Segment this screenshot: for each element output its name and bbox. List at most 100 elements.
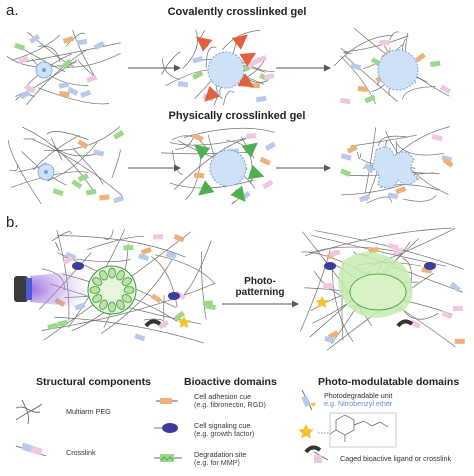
adhesion-cue-label: Cell adhesion cue (e.g. fibronectin, RGD… — [194, 392, 266, 410]
structural-components-heading: Structural components — [36, 376, 151, 388]
polymer-strand — [9, 164, 18, 172]
polymer-strand — [151, 256, 178, 308]
polymer-strand — [331, 262, 354, 342]
relaxation-arrow — [230, 185, 246, 202]
cell-nucleus-2 — [44, 170, 48, 174]
cell-growing — [207, 51, 245, 89]
crosslink-segment — [454, 338, 465, 344]
covalent-gel-title: Covalently crosslinked gel — [167, 6, 307, 18]
crosslink-segment — [93, 41, 105, 51]
polymer-strand — [26, 49, 87, 106]
cell-grown — [377, 49, 419, 91]
polymer-strand — [185, 157, 202, 200]
panel-a-label: a. — [6, 2, 19, 19]
crosslink-segment — [59, 90, 70, 98]
relaxation-arrow — [241, 142, 258, 158]
degradation-site-label: Degradation site (e.g. for MMP) — [194, 450, 247, 468]
relaxation-arrow — [194, 144, 211, 160]
crosslink-segment — [123, 245, 134, 251]
polymer-strand — [11, 34, 61, 61]
star-molecule — [315, 296, 329, 308]
polymer-strand — [51, 231, 72, 242]
compression-arrow — [231, 34, 248, 50]
crosslink-segment — [138, 253, 150, 262]
polymer-strand — [33, 139, 123, 196]
photodegradable-text: Photodegradable unit — [324, 391, 393, 400]
crosslink-segment — [392, 247, 404, 255]
polymer-strand — [181, 29, 198, 70]
polymer-strand — [54, 316, 204, 344]
polymer-strand — [46, 131, 89, 141]
crosslink-segment — [395, 186, 407, 195]
crosslink-segment — [173, 234, 185, 243]
crosslink-segment — [93, 149, 105, 157]
polymer-strand — [86, 235, 144, 250]
crosslink-segment — [134, 333, 146, 342]
crosslink-segment — [177, 81, 189, 88]
polymer-strand — [32, 134, 80, 171]
polymer-strand — [402, 86, 436, 100]
polymer-strand — [378, 135, 409, 147]
network-phys-0 — [7, 125, 125, 205]
crosslink-segment — [350, 62, 362, 71]
crosslink-segment — [364, 95, 376, 104]
light-source-icon — [14, 270, 88, 308]
crosslink-segment — [67, 86, 79, 96]
multiarm-peg-icon — [15, 399, 43, 425]
crosslink-segment — [255, 55, 267, 64]
signaling-cue — [168, 292, 180, 300]
compression-arrow — [239, 52, 257, 67]
crosslink-segment — [113, 195, 125, 204]
force-arrows — [194, 34, 265, 202]
crosslink-segment — [71, 179, 83, 189]
crosslink-segment — [61, 58, 73, 69]
crosslink-segment — [340, 153, 352, 161]
organoid-cell — [89, 286, 101, 294]
crosslink-segment — [193, 172, 205, 179]
adhesion-cue-example: (e.g. fibronectin, RGD) — [194, 400, 266, 410]
caged-ligand-label: Caged bioactive ligand or crosslink — [340, 454, 452, 463]
organoid-cell — [116, 299, 125, 310]
crosslink-segment — [14, 42, 26, 51]
polymer-strand — [344, 55, 398, 102]
degradation-site-icon — [154, 454, 182, 462]
polymer-strand — [38, 87, 110, 105]
compression-arrow — [196, 36, 213, 52]
compression-arrow — [237, 73, 255, 88]
crosslink-segment — [77, 139, 89, 149]
polymer-strand — [163, 295, 165, 320]
crosslink-segment — [192, 56, 204, 64]
crosslink-segment — [449, 281, 461, 292]
polymer-strand — [240, 136, 253, 184]
polymer-strand — [333, 34, 393, 67]
photo-modulatable-heading: Photo-modulatable domains — [318, 376, 460, 388]
signaling-cue-icon — [154, 423, 178, 433]
crosslink-segment — [192, 133, 204, 142]
signaling-cue-example: (e.g. growth factor) — [194, 429, 255, 439]
relaxation-arrow — [198, 180, 215, 196]
degradation-site-example: (e.g. for MMP) — [194, 458, 240, 468]
polymer-strand — [65, 32, 86, 47]
crosslink-segment — [157, 319, 170, 330]
crosslink-segment — [174, 310, 186, 321]
crosslink-segment — [324, 335, 336, 344]
polymer-strand — [111, 149, 121, 179]
crosslink-segment — [62, 255, 74, 265]
polymer-strand — [161, 58, 181, 80]
polymer-strand — [396, 143, 444, 156]
crosslink-segment — [429, 60, 441, 68]
crosslink-segment — [387, 243, 399, 250]
crosslink-segment — [357, 86, 368, 93]
polymer-strand — [344, 35, 409, 53]
polymer-strand — [339, 55, 376, 105]
organoid-cell — [121, 294, 132, 303]
degradation-site-text: Degradation site — [194, 450, 247, 459]
crosslink-segment — [442, 157, 454, 168]
polymer-strand — [389, 31, 399, 41]
photo-patterning-label: Photo- patterning — [235, 276, 285, 298]
adhesion-cue-text: Cell adhesion cue — [194, 392, 252, 401]
crosslink-segment — [346, 144, 358, 154]
polymer-strand — [364, 127, 377, 194]
crosslink-segment — [359, 193, 371, 203]
polymer-strand — [7, 140, 42, 205]
